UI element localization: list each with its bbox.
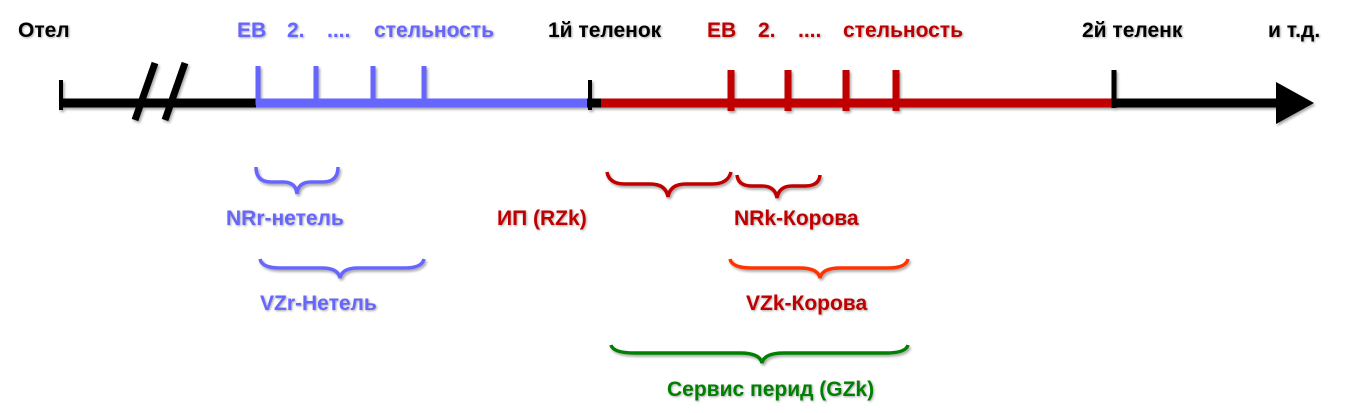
label-first-calf: 1й теленок	[548, 19, 662, 42]
brace-nrk	[735, 174, 822, 199]
label-nrr: NRr-нетель	[226, 207, 344, 230]
label-ip: ИП (RZk)	[497, 207, 587, 230]
brace-vzr	[258, 258, 426, 279]
label-etc: и т.д.	[1268, 19, 1320, 42]
brace-vzk	[728, 258, 910, 279]
label-gzk: Сервис перид (GZk)	[667, 378, 874, 401]
label-start: Отел	[18, 19, 70, 42]
timeline-arrow-head	[1276, 82, 1314, 124]
label-heifer-pregnancy: стельность	[374, 19, 494, 42]
label-cow-eb: ЕВ	[707, 19, 736, 42]
label-vzr: VZr-Нетель	[260, 292, 377, 315]
label-vzk: VZk-Корова	[746, 292, 867, 315]
label-cow-dots: ....	[798, 19, 821, 42]
label-heifer-dots: ....	[327, 19, 350, 42]
timeline-break-mark-1	[131, 61, 159, 122]
label-heifer-2: 2.	[287, 19, 305, 42]
label-cow-pregnancy: стельность	[843, 19, 963, 42]
label-cow-2: 2.	[758, 19, 776, 42]
timeline-break-mark-2	[161, 61, 189, 122]
label-nrk: NRk-Корова	[734, 207, 859, 230]
label-second-calf: 2й теленк	[1082, 19, 1183, 42]
brace-ip	[605, 171, 733, 198]
brace-nrr	[254, 166, 340, 195]
label-heifer-eb: ЕВ	[237, 19, 266, 42]
brace-gzk	[609, 344, 910, 364]
